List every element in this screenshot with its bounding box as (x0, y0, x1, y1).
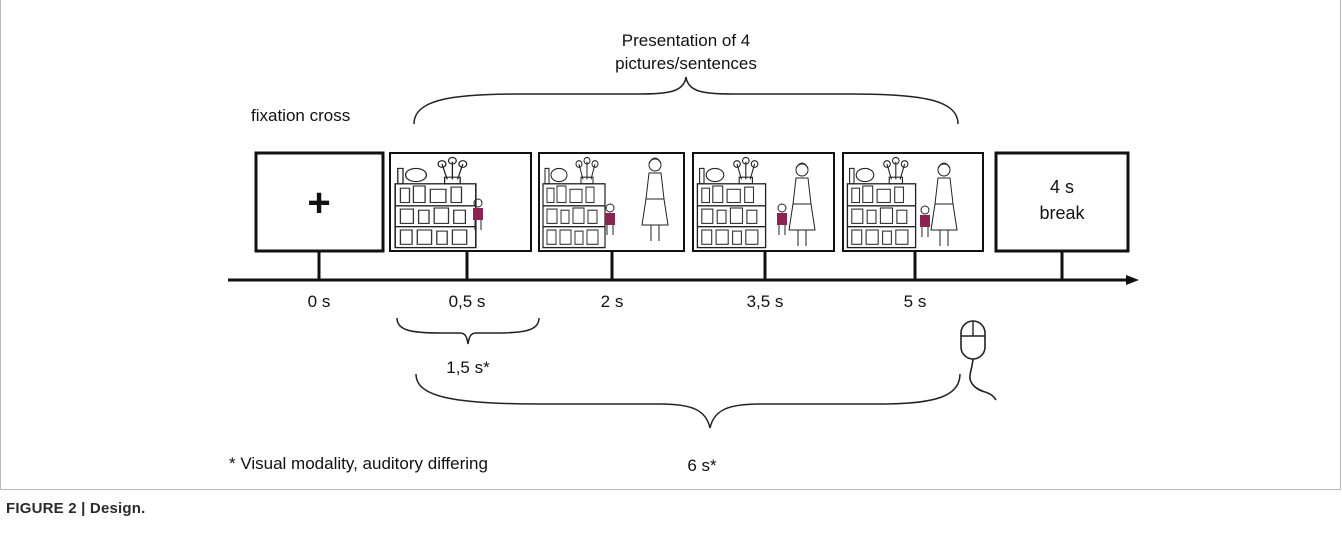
long-interval-brace (415, 373, 961, 429)
picture-2 (538, 152, 685, 252)
picture-1 (389, 152, 532, 252)
footnote: * Visual modality, auditory differing (229, 454, 488, 473)
tick-label-5s: 5 s (904, 292, 927, 311)
timeline-ticks (317, 251, 1064, 280)
figure-frame (0, 0, 1341, 490)
title-line-1: Presentation of 4 (622, 31, 751, 50)
design-diagram: Presentation of 4 pictures/sentences fix… (228, 31, 1139, 475)
title-line-2: pictures/sentences (615, 54, 757, 73)
break-line-2: break (1039, 203, 1085, 223)
timeline-arrowhead (1126, 275, 1139, 285)
short-interval-label: 1,5 s* (446, 358, 490, 377)
break-line-1: 4 s (1050, 177, 1074, 197)
figure-caption: FIGURE 2 | Design. (6, 500, 146, 517)
short-interval-brace (396, 317, 540, 345)
picture-4 (842, 152, 984, 252)
picture-3 (692, 152, 835, 252)
mouse-icon (960, 320, 997, 401)
fixation-cross: + (307, 181, 330, 225)
tick-label-3-5s: 3,5 s (747, 292, 784, 311)
fixation-label: fixation cross (251, 106, 350, 125)
break-box (994, 151, 1130, 253)
tick-label-0-5s: 0,5 s (449, 292, 486, 311)
tick-label-2s: 2 s (601, 292, 624, 311)
presentation-brace (413, 76, 959, 125)
long-interval-label: 6 s* (687, 456, 717, 475)
tick-label-0s: 0 s (308, 292, 331, 311)
